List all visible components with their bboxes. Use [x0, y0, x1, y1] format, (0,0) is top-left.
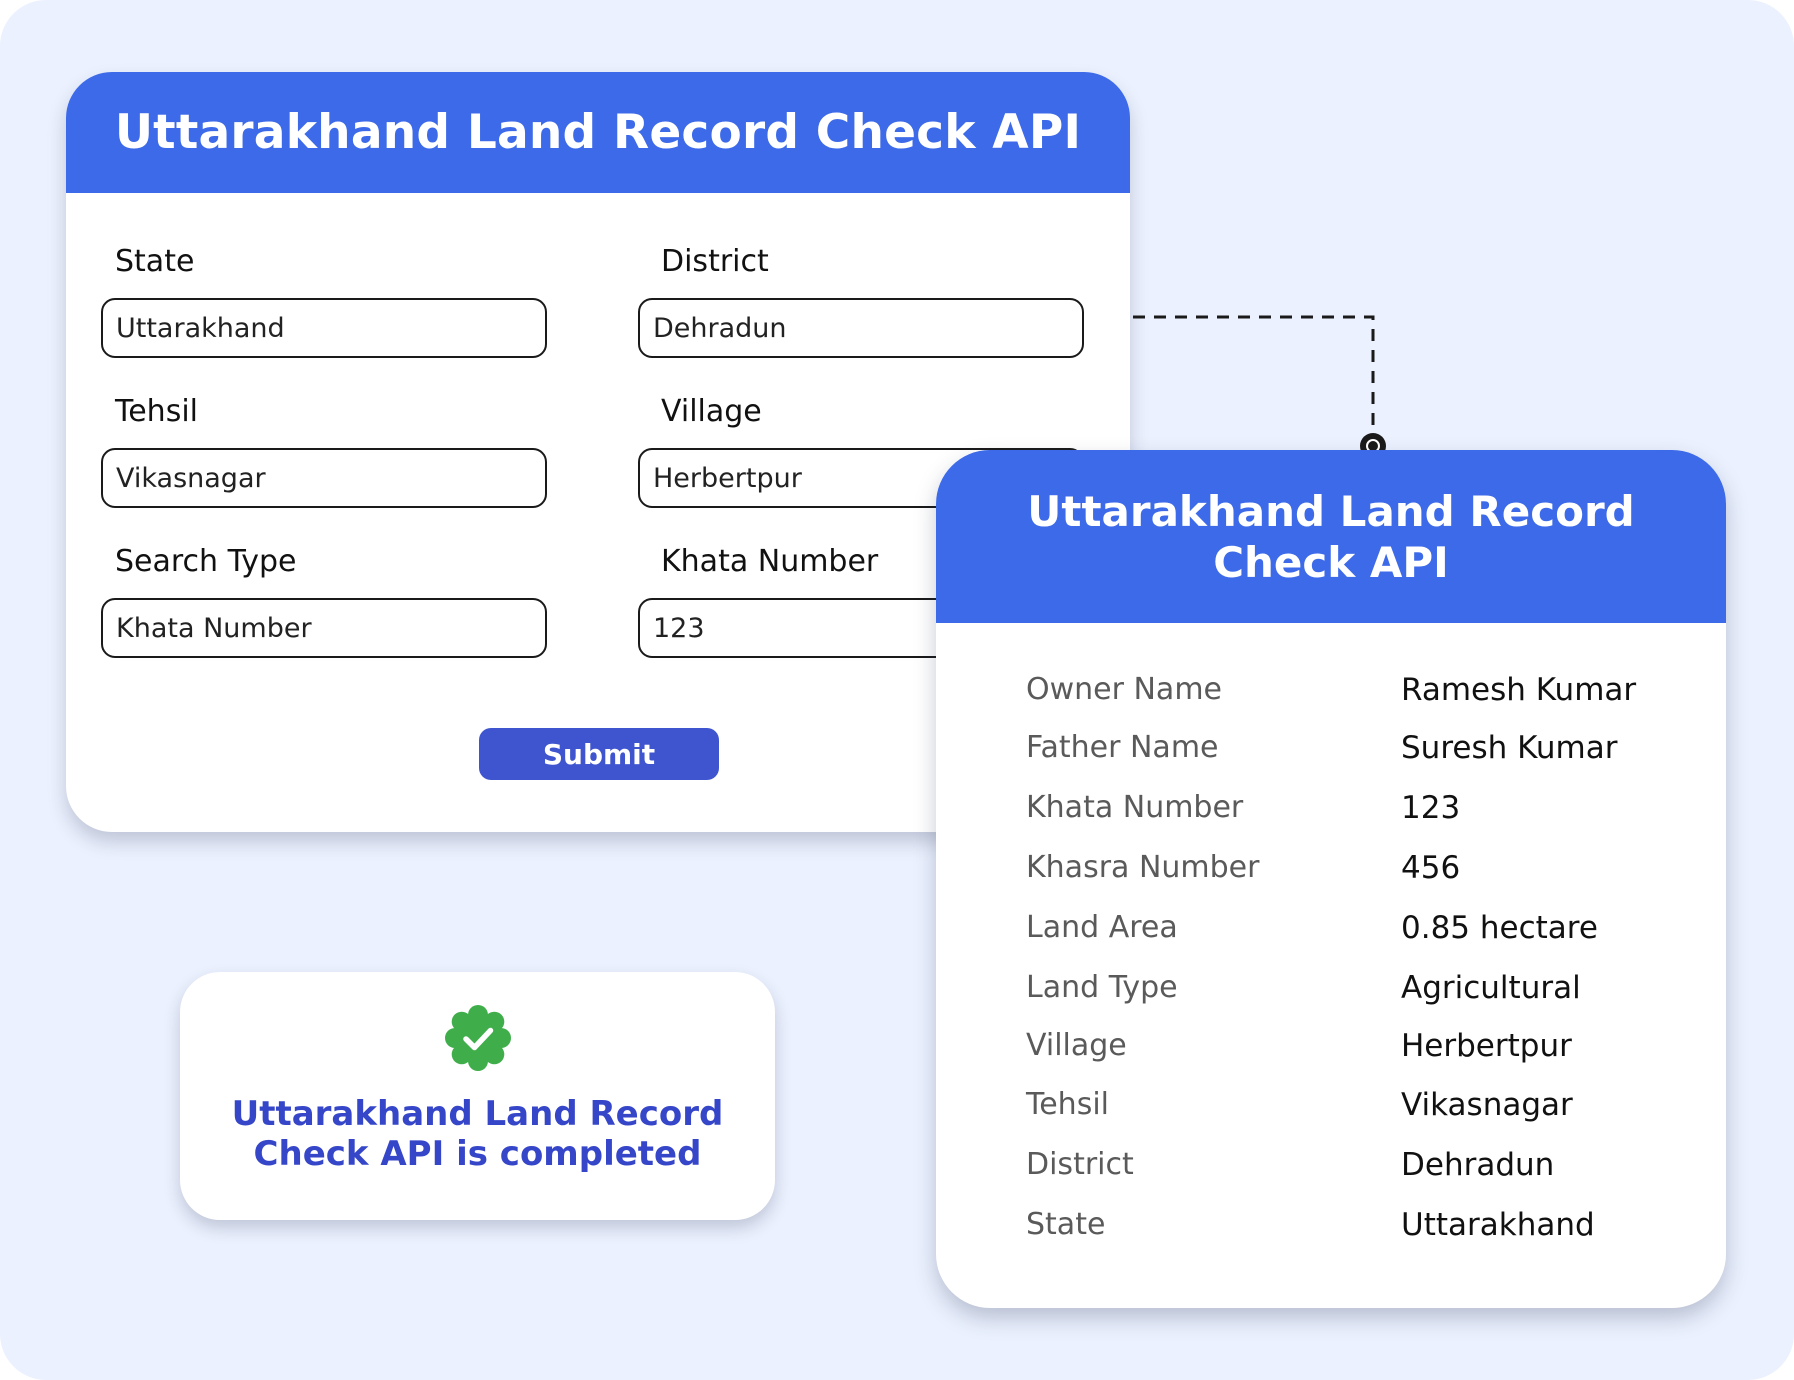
detail-value-owner-name: Ramesh Kumar — [1401, 672, 1637, 708]
detail-value-village: Herbertpur — [1401, 1028, 1572, 1064]
completion-message-line-2: Check API is completed — [253, 1134, 702, 1174]
tehsil-input[interactable] — [101, 448, 547, 508]
completion-message-line-1: Uttarakhand Land Record — [231, 1094, 724, 1134]
detail-value-state: Uttarakhand — [1401, 1207, 1595, 1243]
detail-key-land-type: Land Type — [1026, 970, 1178, 1005]
village-label: Village — [661, 394, 762, 429]
tehsil-label: Tehsil — [115, 394, 198, 429]
search-type-label: Search Type — [115, 544, 297, 579]
detail-key-district: District — [1026, 1147, 1134, 1182]
state-label: State — [115, 244, 195, 279]
detail-key-tehsil: Tehsil — [1026, 1087, 1109, 1122]
search-type-input[interactable] — [101, 598, 547, 658]
detail-value-district: Dehradun — [1401, 1147, 1555, 1183]
result-header: Uttarakhand Land Record Check API — [936, 450, 1726, 623]
detail-value-land-type: Agricultural — [1401, 970, 1581, 1006]
submit-button[interactable]: Submit — [479, 728, 719, 780]
detail-value-tehsil: Vikasnagar — [1401, 1087, 1573, 1123]
detail-key-owner-name: Owner Name — [1026, 672, 1222, 707]
state-input[interactable] — [101, 298, 547, 358]
detail-key-father-name: Father Name — [1026, 730, 1219, 765]
detail-key-khasra-number: Khasra Number — [1026, 850, 1260, 885]
detail-key-khata-number: Khata Number — [1026, 790, 1244, 825]
detail-key-village: Village — [1026, 1028, 1127, 1063]
completion-status-card: Uttarakhand Land Record Check API is com… — [180, 972, 775, 1220]
detail-key-land-area: Land Area — [1026, 910, 1178, 945]
khata-number-label: Khata Number — [661, 544, 879, 579]
completion-message: Uttarakhand Land Record Check API is com… — [180, 1094, 775, 1174]
detail-value-land-area: 0.85 hectare — [1401, 910, 1598, 946]
detail-key-state: State — [1026, 1207, 1106, 1242]
form-title: Uttarakhand Land Record Check API — [114, 105, 1082, 160]
detail-value-father-name: Suresh Kumar — [1401, 730, 1618, 766]
district-label: District — [661, 244, 769, 279]
district-input[interactable] — [638, 298, 1084, 358]
land-record-result-card: Uttarakhand Land Record Check API Owner … — [936, 450, 1726, 1308]
result-title-line-1: Uttarakhand Land Record — [1027, 486, 1635, 536]
result-title-line-2: Check API — [1213, 537, 1449, 587]
check-badge-icon — [445, 1005, 511, 1071]
detail-value-khata-number: 123 — [1401, 790, 1461, 826]
form-header: Uttarakhand Land Record Check API — [66, 72, 1130, 193]
detail-value-khasra-number: 456 — [1401, 850, 1461, 886]
